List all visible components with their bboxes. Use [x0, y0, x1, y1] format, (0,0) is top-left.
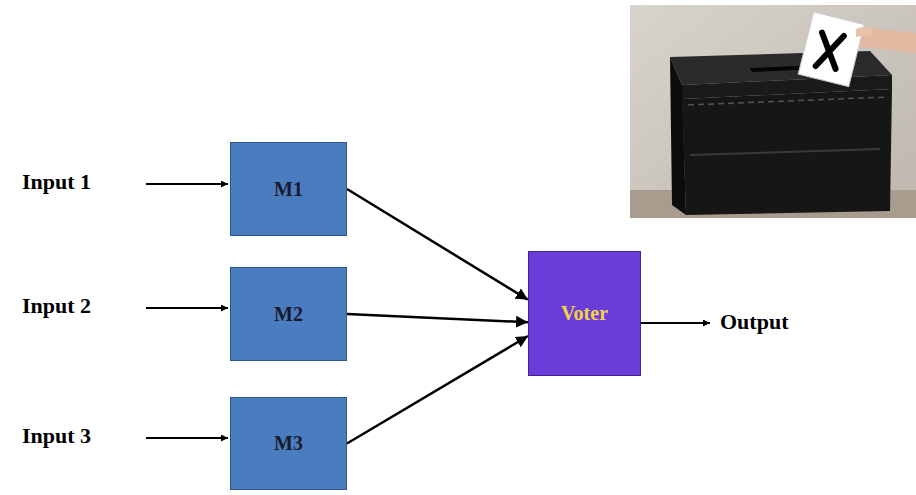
input-wire [146, 183, 228, 185]
connector-arrow [347, 336, 528, 444]
input-wire [146, 307, 228, 309]
output-label: Output [720, 309, 788, 335]
ballot-box-photo [630, 5, 916, 218]
box-label: M2 [274, 303, 303, 326]
box-label: Voter [561, 302, 608, 325]
output-wire [641, 322, 710, 324]
module-box: M1 [230, 142, 347, 236]
box-label: M3 [274, 432, 303, 455]
input-label: Input 3 [22, 423, 91, 449]
module-box: M2 [230, 267, 347, 361]
box-label: M1 [274, 178, 303, 201]
connector-arrow [347, 189, 528, 300]
input-wire [146, 437, 228, 439]
input-label: Input 1 [22, 169, 91, 195]
module-box: M3 [230, 397, 347, 490]
input-label: Input 2 [22, 293, 91, 319]
voter-box: Voter [528, 251, 641, 376]
connector-arrow [347, 314, 528, 322]
